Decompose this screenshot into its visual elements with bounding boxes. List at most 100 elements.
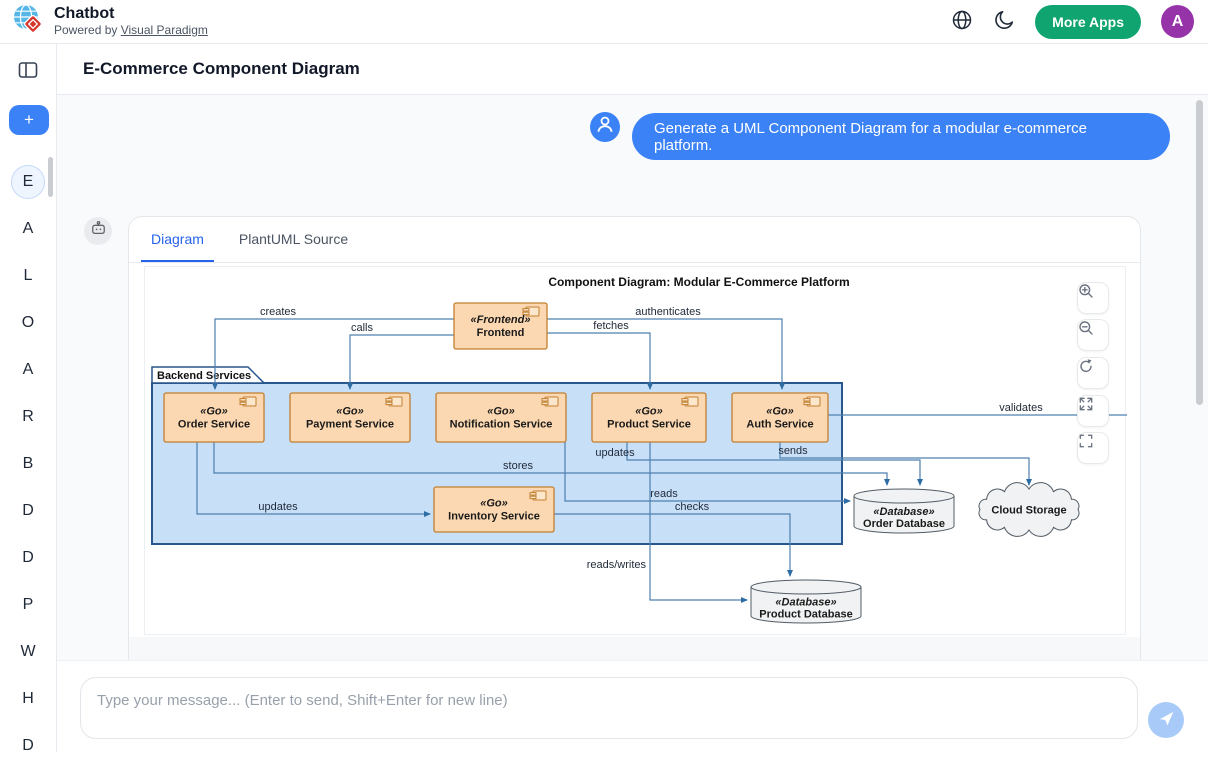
chat-history-item-2[interactable]: L (0, 252, 56, 299)
chat-history-item-11[interactable]: H (0, 675, 56, 722)
powered-by: Powered by Visual Paradigm (54, 22, 208, 37)
send-plane-icon (1158, 710, 1175, 730)
collapse-sidebar-button[interactable] (17, 59, 39, 84)
chat-history-item-1[interactable]: A (0, 205, 56, 252)
node-order-database: «Database»Order Database (853, 488, 955, 534)
node-order-service: «Go»Order Service (163, 392, 265, 443)
visual-paradigm-link[interactable]: Visual Paradigm (120, 22, 208, 37)
expand-button[interactable] (1077, 395, 1109, 427)
chat-history-item-9[interactable]: P (0, 581, 56, 628)
user-message-avatar (590, 112, 620, 142)
composer (57, 660, 1208, 752)
svg-text:checks: checks (675, 501, 710, 513)
edge-reads-writes: reads/writes (587, 442, 748, 603)
edge-reads: reads (564, 442, 851, 504)
svg-text:Payment Service: Payment Service (306, 419, 394, 431)
svg-text:Backend Services: Backend Services (157, 370, 251, 382)
app-title: Chatbot (54, 5, 115, 23)
chat-history-item-4[interactable]: A (0, 346, 56, 393)
node-notification-service: «Go»Notification Service (435, 392, 567, 443)
svg-text:«Go»: «Go» (336, 406, 364, 418)
svg-text:sends: sends (778, 445, 808, 457)
svg-text:fetches: fetches (593, 320, 629, 332)
moon-icon (993, 9, 1015, 34)
page-header: E-Commerce Component Diagram (57, 44, 1208, 95)
svg-text:Order Database: Order Database (863, 518, 945, 530)
robot-icon (90, 220, 107, 242)
page-title: E-Commerce Component Diagram (83, 59, 360, 78)
edge-updates: updates (595, 442, 923, 486)
node-inventory-service: «Go»Inventory Service (433, 486, 555, 533)
svg-text:stores: stores (503, 460, 533, 472)
chat-history-item-12[interactable]: D (0, 722, 56, 769)
chat-history-item-5[interactable]: R (0, 393, 56, 440)
chat-history-item-8[interactable]: D (0, 534, 56, 581)
visual-paradigm-logo-icon (12, 3, 44, 40)
chat-history-letter: D (22, 736, 34, 754)
chat-history-letter: D (22, 501, 34, 519)
svg-text:Cloud Storage: Cloud Storage (991, 505, 1066, 517)
chat-history-item-10[interactable]: W (0, 628, 56, 675)
sidebar-panel-icon (17, 62, 39, 84)
sidebar-scrollbar[interactable] (48, 157, 53, 197)
send-button[interactable] (1148, 702, 1184, 738)
app-header: Chatbot Powered by Visual Paradigm More … (0, 0, 1208, 44)
svg-text:«Go»: «Go» (766, 406, 794, 418)
svg-text:«Database»: «Database» (775, 597, 836, 609)
new-chat-button[interactable]: + (9, 105, 49, 135)
node-payment-service: «Go»Payment Service (289, 392, 411, 443)
brand: Chatbot Powered by Visual Paradigm (0, 3, 208, 40)
language-button[interactable] (951, 9, 973, 34)
chat-scrollbar[interactable] (1196, 100, 1203, 405)
person-icon (590, 110, 620, 145)
svg-text:«Go»: «Go» (487, 406, 515, 418)
chat-history-item-0[interactable]: E (0, 158, 56, 205)
chat-history-item-7[interactable]: D (0, 487, 56, 534)
fullscreen-button[interactable] (1077, 432, 1109, 464)
node-product-database: «Database»Product Database (750, 579, 862, 624)
chat-history-letter: E (11, 164, 45, 199)
svg-text:authenticates: authenticates (635, 306, 701, 318)
more-apps-button[interactable]: More Apps (1035, 4, 1141, 39)
plus-icon: + (24, 110, 34, 129)
chat-history-letter: W (20, 642, 36, 660)
zoom-out-button[interactable] (1077, 319, 1109, 351)
tab-diagram[interactable]: Diagram (141, 217, 214, 262)
user-avatar[interactable]: A (1161, 5, 1194, 38)
node-frontend: «Frontend»Frontend (453, 302, 548, 350)
svg-text:Product Database: Product Database (759, 609, 853, 621)
chat-history-item-6[interactable]: B (0, 440, 56, 487)
chat-history-letter: O (21, 313, 35, 331)
svg-text:«Go»: «Go» (480, 498, 508, 510)
node-product-service: «Go»Product Service (591, 392, 707, 443)
svg-text:Frontend: Frontend (477, 327, 525, 339)
globe-icon (951, 9, 973, 34)
svg-text:«Go»: «Go» (635, 406, 663, 418)
chat-history-letter: H (22, 689, 34, 707)
dark-mode-button[interactable] (993, 9, 1015, 34)
chat-history-letter: D (22, 548, 34, 566)
zoom-in-button[interactable] (1077, 282, 1109, 314)
chat-history-letter: L (23, 266, 33, 284)
tab-plantuml-source[interactable]: PlantUML Source (238, 230, 349, 247)
card-footer-strip (129, 637, 1140, 660)
node-cloud-storage: Cloud Storage (978, 482, 1080, 537)
diagram-canvas[interactable]: Component Diagram: Modular E-Commerce Pl… (144, 266, 1127, 635)
svg-text:Product Service: Product Service (607, 419, 691, 431)
reset-view-button[interactable] (1077, 357, 1109, 389)
edge-checks: checks (554, 501, 793, 577)
svg-text:reads/writes: reads/writes (587, 559, 647, 571)
svg-text:«Database»: «Database» (873, 506, 934, 518)
svg-text:«Go»: «Go» (200, 406, 228, 418)
bot-avatar (84, 217, 112, 245)
svg-text:creates: creates (260, 306, 297, 318)
edge-updates: updates (196, 442, 431, 517)
edge-creates: creates (212, 306, 454, 390)
diagram-card: Diagram PlantUML Source Component Diagram… (128, 216, 1141, 660)
chat-history-item-3[interactable]: O (0, 299, 56, 346)
node-auth-service: «Go»Auth Service (731, 392, 829, 443)
message-input[interactable] (80, 677, 1138, 739)
chat-history-letter: P (22, 595, 34, 613)
